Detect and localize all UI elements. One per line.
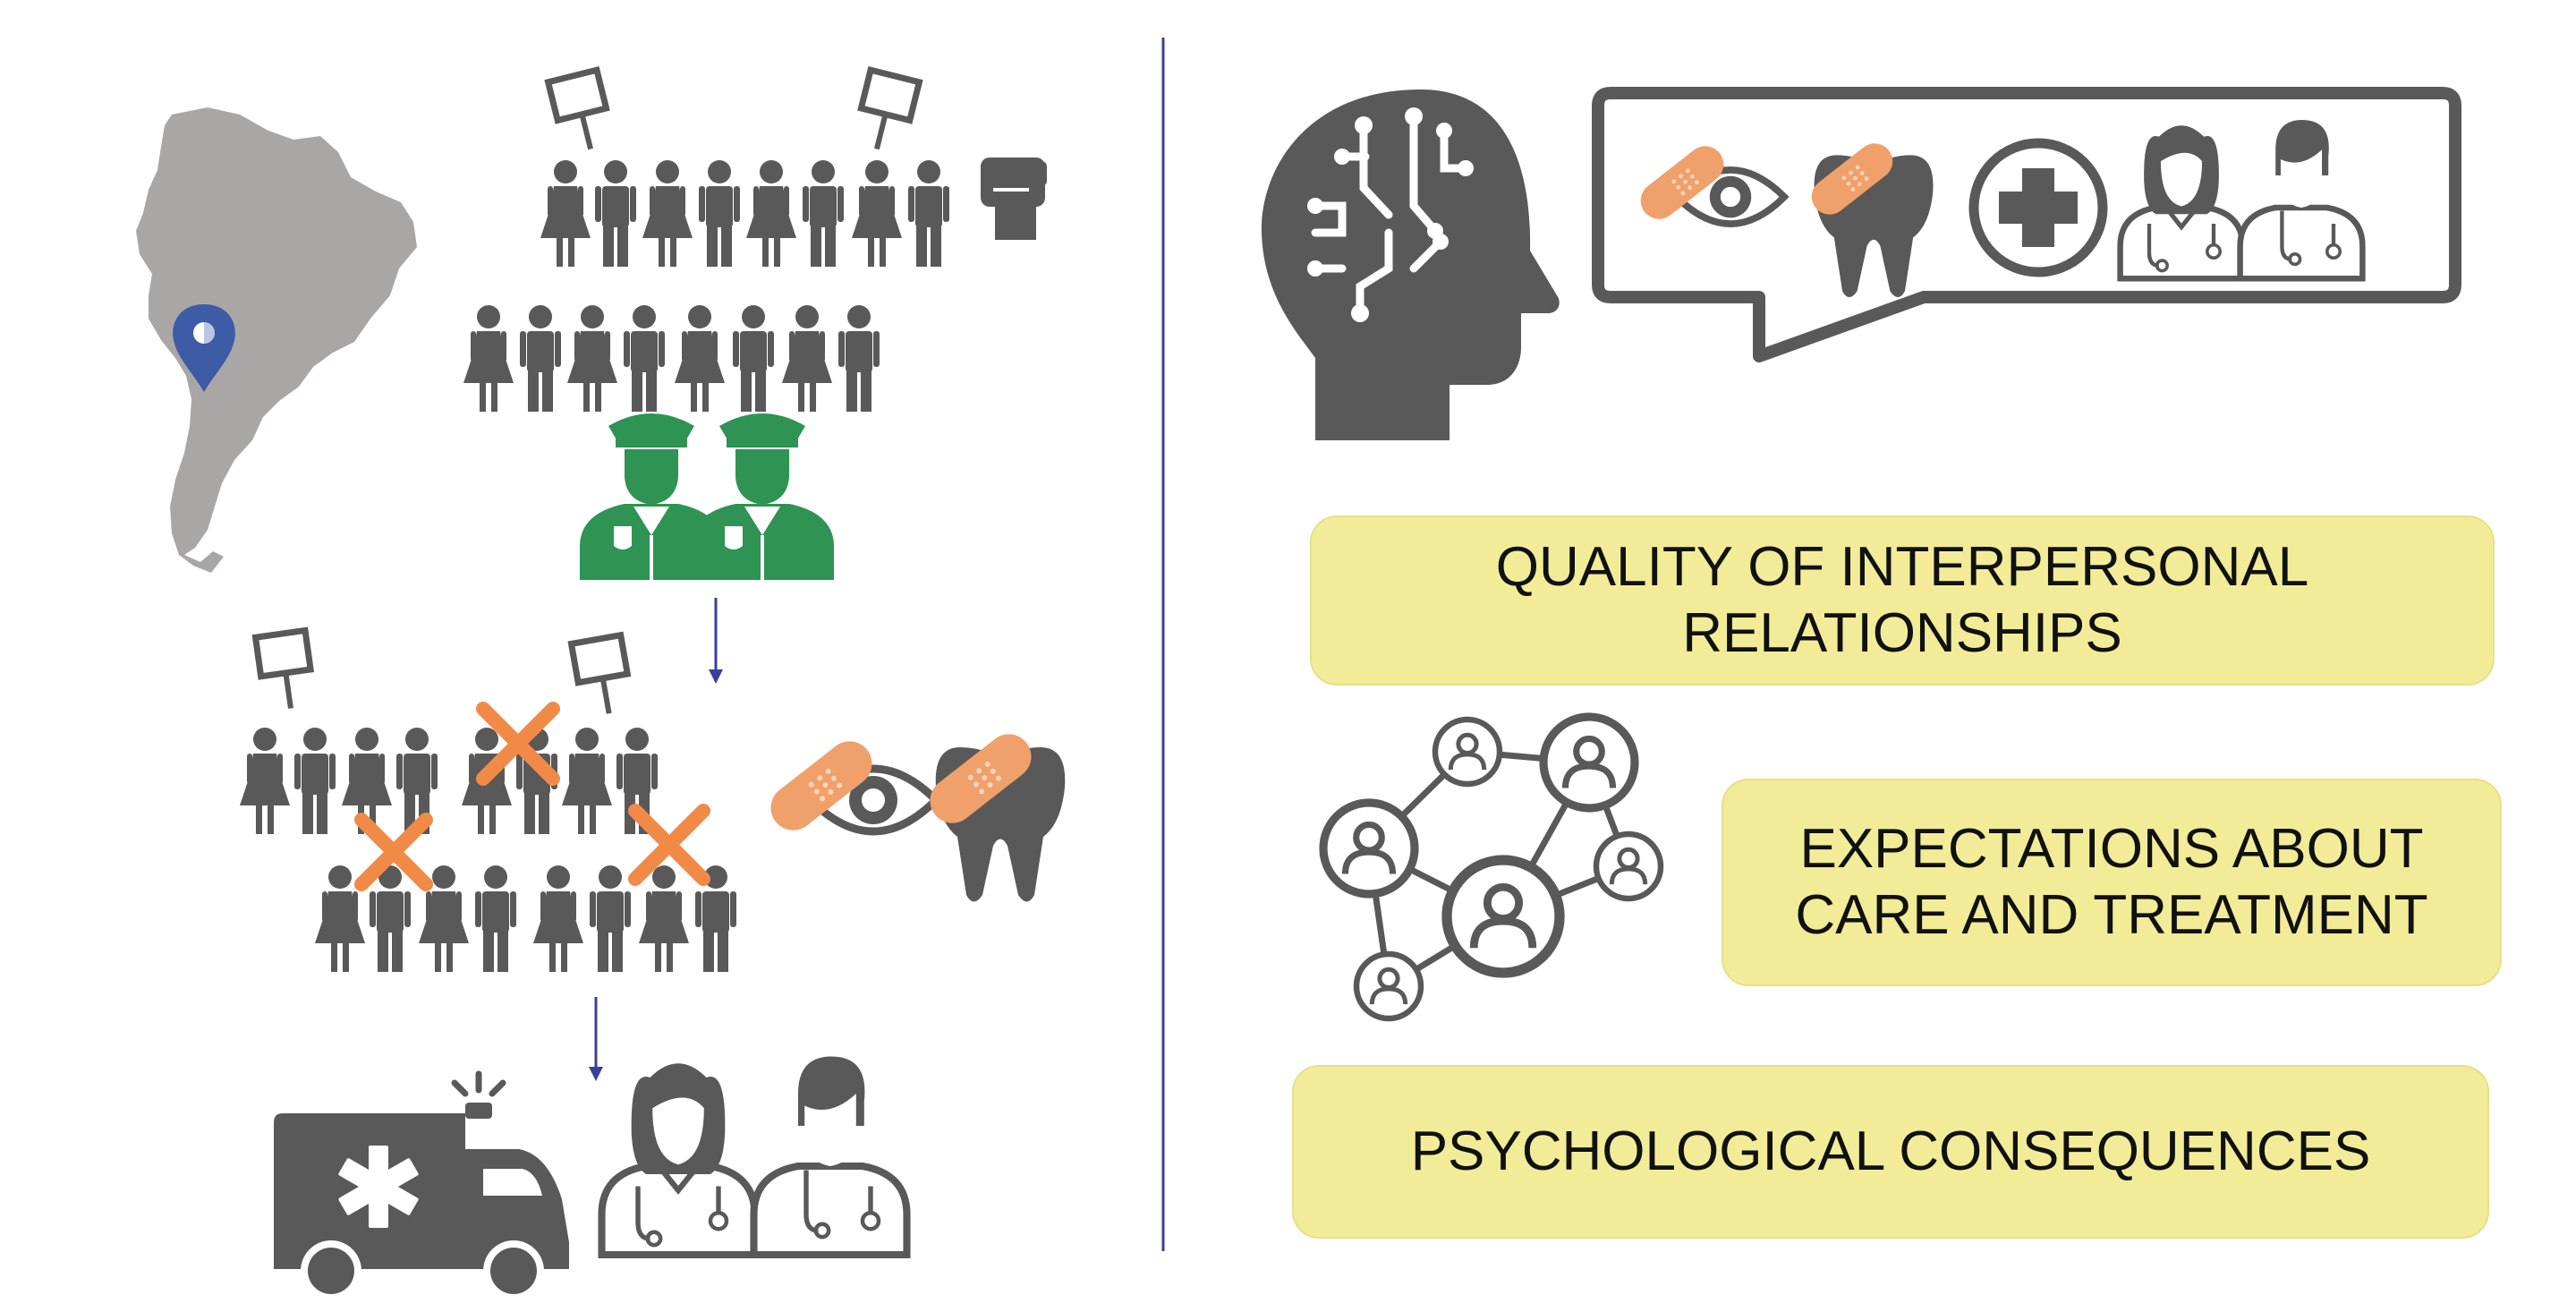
medical-cross-icon — [1968, 138, 2108, 277]
theme-label-line1: EXPECTATIONS ABOUT — [1799, 818, 2424, 880]
doctor-icons — [602, 1057, 907, 1255]
south-america-map — [136, 107, 417, 573]
theme-box-psychological-consequences: PSYCHOLOGICAL CONSEQUENCES — [1292, 1065, 2489, 1239]
ambulance-icon — [274, 1070, 569, 1301]
theme-label-line2: RELATIONSHIPS — [1682, 602, 2122, 664]
down-arrow-1 — [709, 598, 723, 684]
theme-label-line1: QUALITY OF INTERPERSONAL — [1495, 536, 2309, 598]
map-pin-icon — [173, 304, 235, 392]
people-network-icon — [1323, 717, 1661, 1018]
police-officer-icons — [578, 412, 836, 582]
circuit-head-icon — [1261, 89, 1560, 440]
crowd-with-injured-marked-by-x — [240, 630, 736, 972]
raised-fist-icon — [981, 158, 1047, 240]
theme-box-care-expectations: EXPECTATIONS ABOUT CARE AND TREATMENT — [1722, 779, 2502, 986]
theme-label-line2: CARE AND TREATMENT — [1795, 884, 2428, 946]
down-arrow-2 — [589, 997, 603, 1081]
theme-box-interpersonal-relationships: QUALITY OF INTERPERSONAL RELATIONSHIPS — [1310, 515, 2495, 686]
protest-crowd-with-signs — [463, 70, 949, 412]
bandaged-eye-icon — [761, 732, 936, 839]
theme-label-line1: PSYCHOLOGICAL CONSEQUENCES — [1410, 1120, 2371, 1182]
bandaged-tooth-icon — [921, 725, 1066, 902]
